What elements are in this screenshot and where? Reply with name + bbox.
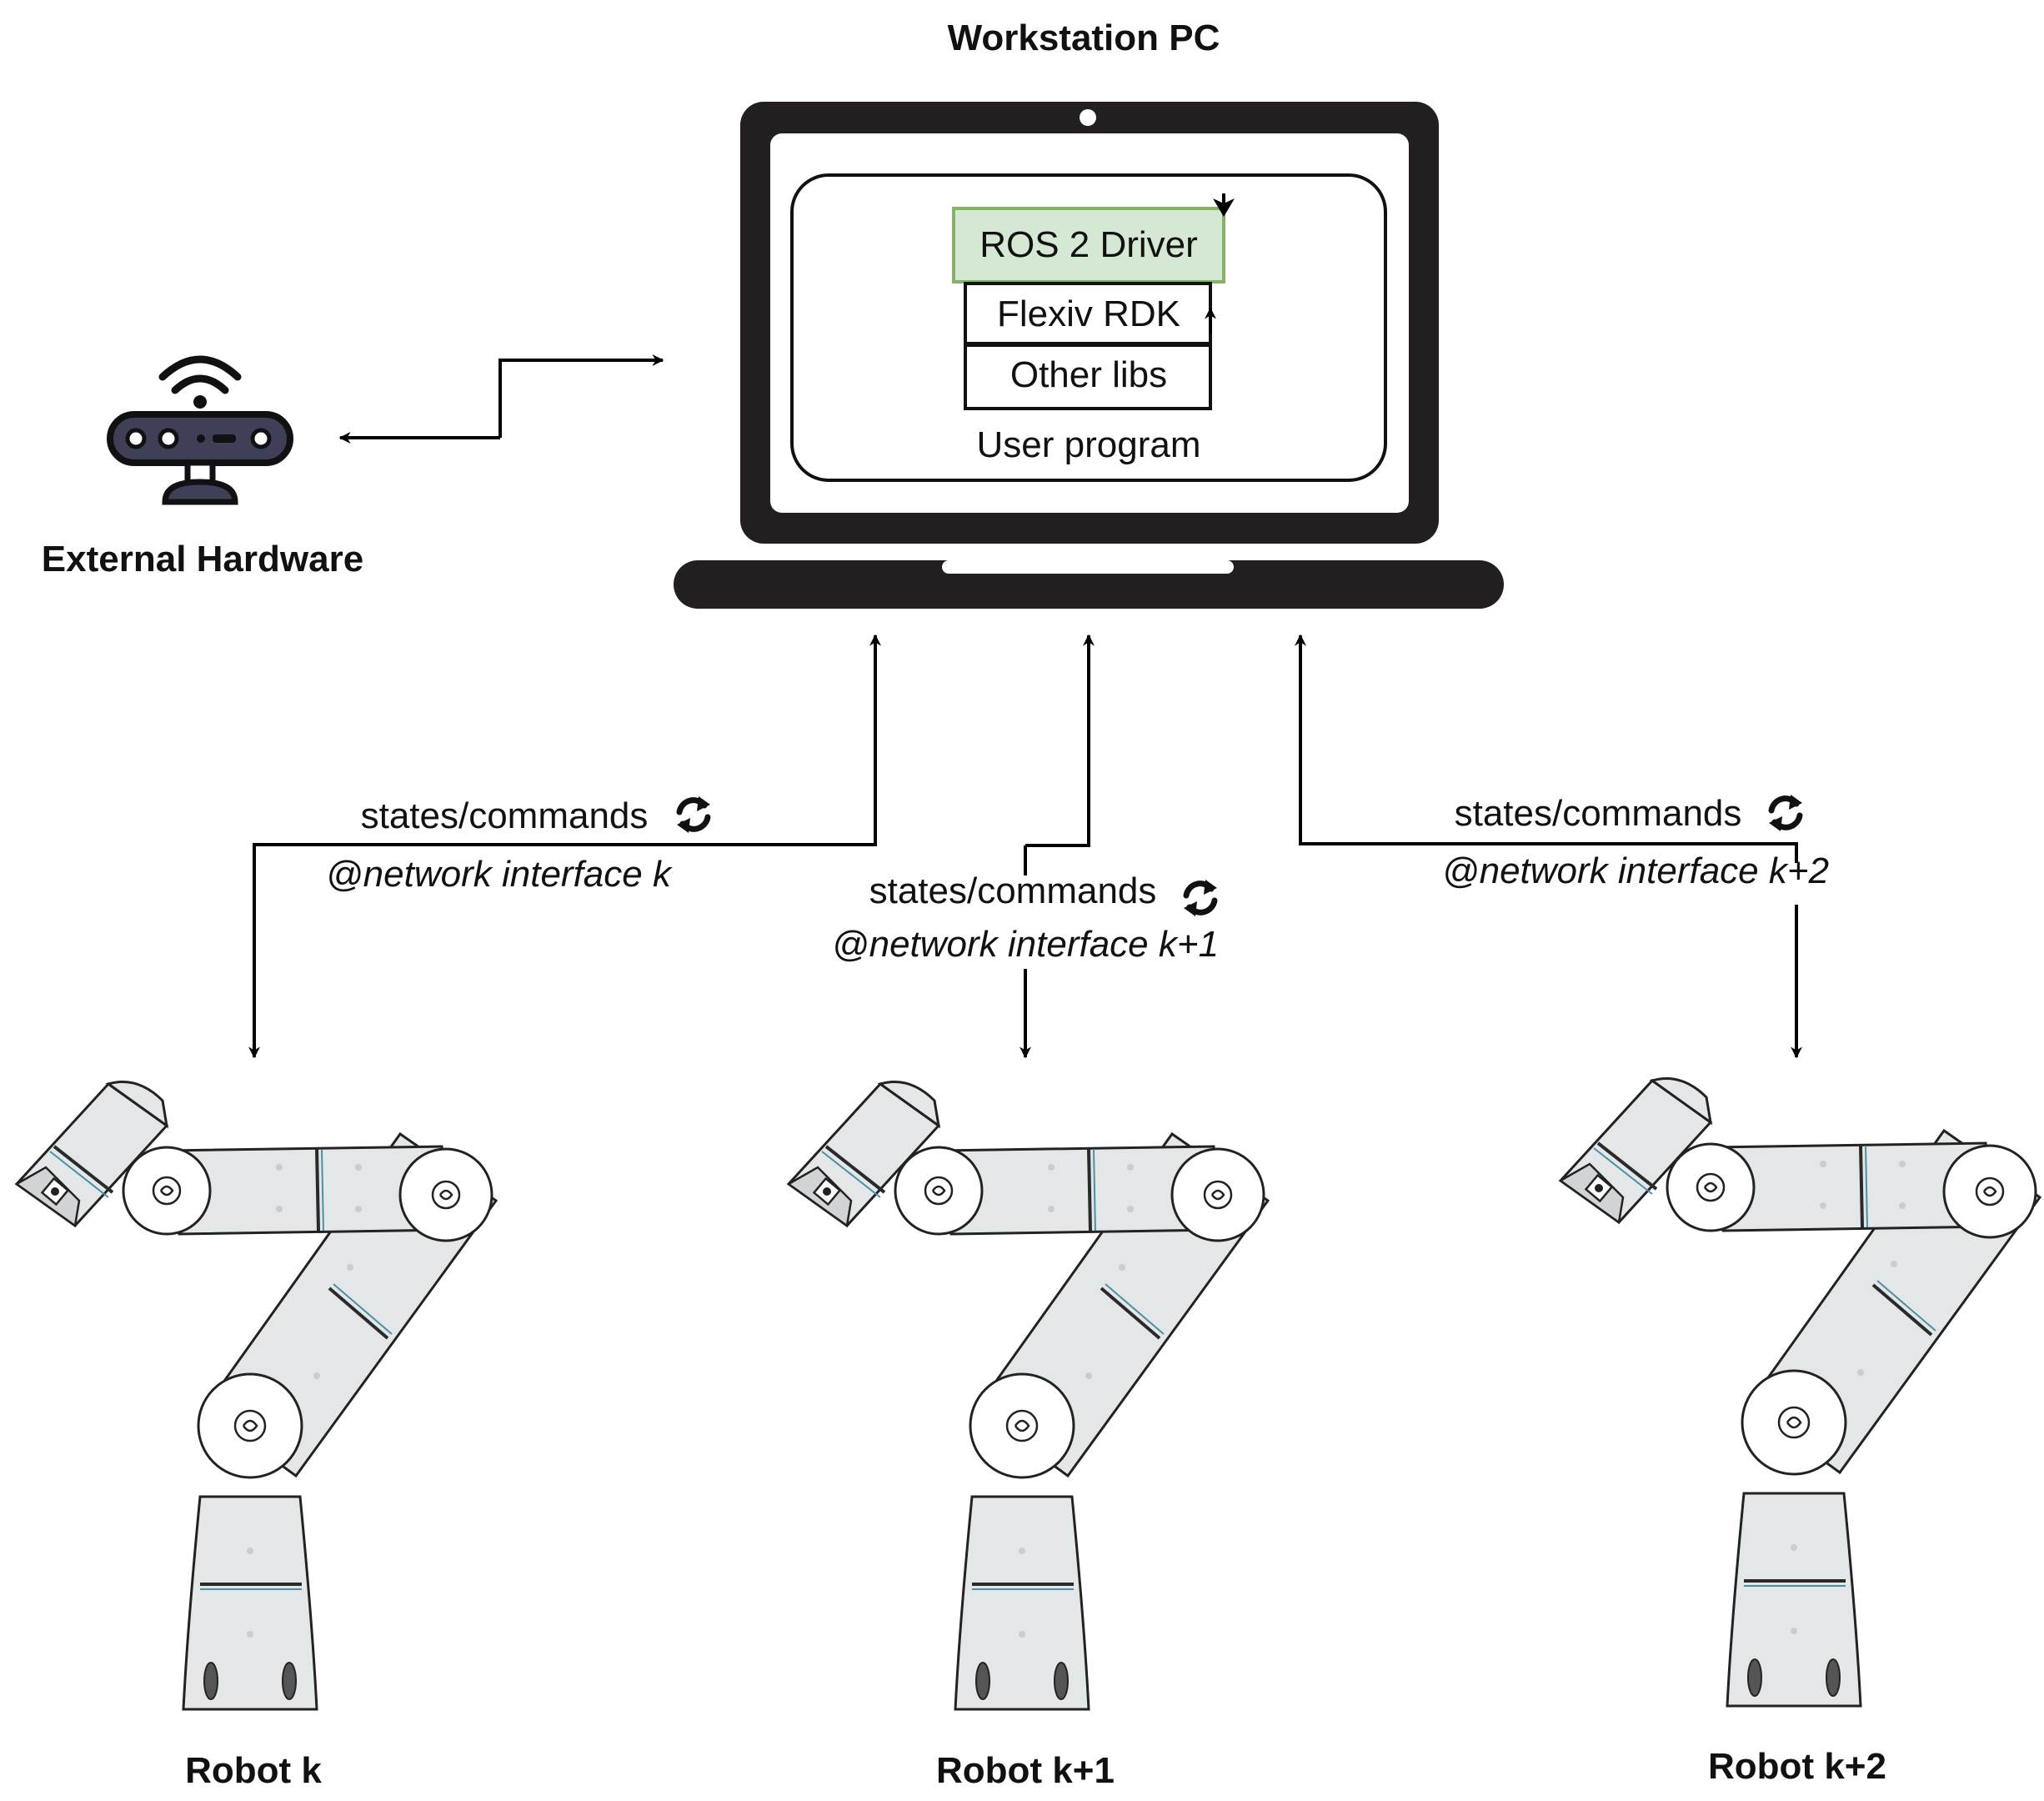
link-k2-label: states/commands bbox=[1455, 793, 1742, 834]
external-hardware-label: External Hardware bbox=[42, 539, 363, 579]
robot-k-link bbox=[248, 634, 881, 1059]
link-k-label: states/commands bbox=[361, 795, 649, 836]
robot-k1-link bbox=[1019, 634, 1095, 1059]
internal-flow-arrows bbox=[1205, 193, 1235, 334]
user-program-label: User program bbox=[977, 424, 1201, 465]
workstation-title: Workstation PC bbox=[948, 18, 1220, 58]
refresh-icon bbox=[1769, 795, 1802, 831]
link-k-interface: @network interface k bbox=[326, 854, 673, 895]
external-link-arrow bbox=[338, 354, 664, 444]
flexiv-rdk-label: Flexiv RDK bbox=[997, 293, 1180, 334]
robot-k2-link bbox=[1295, 634, 1802, 1059]
other-libs-box bbox=[964, 344, 1212, 410]
robot-arm-k1 bbox=[787, 1080, 1270, 1711]
flexiv-rdk-box bbox=[964, 282, 1212, 345]
robot-arm-k bbox=[15, 1080, 498, 1711]
link-k1-interface: @network interface k+1 bbox=[832, 924, 1219, 965]
robot-k2-label: Robot k+2 bbox=[1708, 1746, 1886, 1787]
robot-arm-k2 bbox=[1559, 1076, 2041, 1708]
other-libs-label: Other libs bbox=[1010, 354, 1167, 395]
ros2-driver-label: ROS 2 Driver bbox=[979, 224, 1198, 265]
link-k1-label: states/commands bbox=[869, 870, 1157, 911]
wifi-icon bbox=[158, 355, 242, 409]
refresh-icon bbox=[677, 796, 710, 833]
robot-k-label: Robot k bbox=[185, 1750, 322, 1791]
link-k2-interface: @network interface k+2 bbox=[1442, 850, 1829, 891]
robot-k1-label: Robot k+1 bbox=[936, 1750, 1115, 1791]
sensor-device-icon bbox=[107, 411, 293, 505]
ros2-driver-box bbox=[952, 207, 1225, 283]
